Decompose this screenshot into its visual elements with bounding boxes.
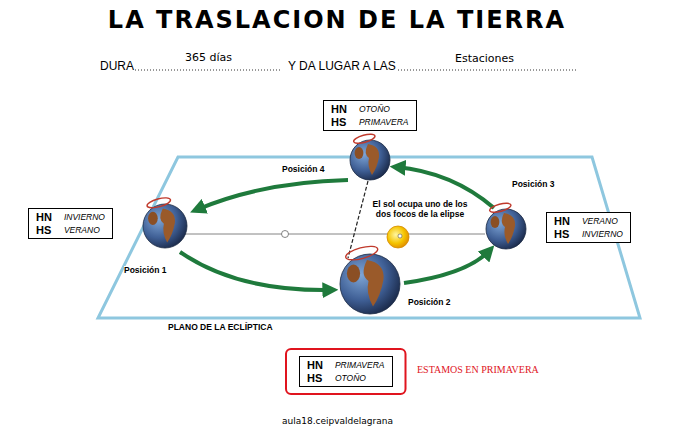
hemisphere-key: HS [36, 224, 52, 236]
earth-land [347, 265, 360, 283]
answer-text: Estaciones [455, 53, 514, 66]
fill-prompt: DURA [100, 60, 134, 74]
hemisphere-key: HS [331, 116, 347, 128]
orbit-arrow [404, 250, 490, 283]
page-title: LA TRASLACION DE LA TIERRA [0, 6, 674, 34]
position-label: Posición 4 [282, 165, 325, 175]
season-name: OTOÑO [335, 373, 385, 383]
season-name: PRIMAVERA [335, 360, 385, 370]
earth-land [364, 260, 384, 307]
earth-land [366, 144, 379, 175]
season-box: HN VERANO HS INVIERNO [546, 212, 631, 243]
sun [387, 226, 409, 248]
earth-land [160, 208, 175, 242]
rotation-ring [489, 201, 512, 214]
fill-line [132, 70, 282, 71]
current-season-note: ESTAMOS EN PRIMAVERA [417, 364, 539, 376]
hemisphere-key: HS [307, 372, 323, 384]
sun-note: El sol ocupa uno de los dos focos de la … [372, 200, 468, 220]
orbit-arrow [196, 180, 348, 210]
hemisphere-key: HN [36, 211, 52, 223]
plane-label: PLANO DE LA ECLÍPTICA [168, 323, 273, 333]
earth-ocean [143, 204, 187, 248]
earth-land [355, 147, 364, 159]
hemisphere-key: HN [554, 215, 570, 227]
earth-land [502, 213, 515, 244]
earth-ocean [486, 209, 526, 249]
rotation-ring [146, 196, 171, 210]
season-name: INVIERNO [64, 212, 105, 222]
season-name: PRIMAVERA [359, 117, 409, 127]
position-label: Posición 1 [124, 266, 167, 276]
highlight-frame [286, 349, 406, 394]
season-name: VERANO [64, 225, 105, 235]
earth-ocean [350, 140, 390, 180]
fill-prompt: Y DA LUGAR A LAS [288, 60, 396, 74]
hemisphere-key: HN [307, 359, 323, 371]
hemisphere-key: HS [554, 228, 570, 240]
focus-point [398, 234, 402, 238]
season-box: HN PRIMAVERA HS OTOÑO [299, 356, 393, 387]
rotation-ring [344, 244, 379, 263]
earth-globe [340, 244, 400, 314]
watermark: aula18.ceipvaldelagrana [282, 416, 393, 426]
season-name: OTOÑO [359, 104, 409, 114]
fill-line [398, 70, 578, 71]
rotation-ring [353, 132, 376, 145]
season-name: VERANO [582, 216, 623, 226]
earth-globe [486, 201, 526, 249]
season-name: INVIERNO [582, 229, 623, 239]
season-box: HN INVIERNO HS VERANO [28, 208, 113, 239]
season-box: HN OTOÑO HS PRIMAVERA [323, 100, 417, 131]
major-axis [185, 234, 485, 235]
focus-point [282, 231, 289, 238]
earth-globe [143, 196, 187, 248]
earth-ocean [340, 254, 400, 314]
orbit-arrow [180, 252, 332, 290]
ecliptic-plane [98, 157, 640, 318]
position-label: Posición 3 [512, 180, 555, 190]
earth-globe [350, 132, 390, 180]
position-label: Posición 2 [408, 298, 451, 308]
hemisphere-key: HN [331, 103, 347, 115]
earth-land [491, 216, 500, 228]
earth-land [148, 212, 158, 225]
answer-text: 365 días [185, 52, 232, 65]
